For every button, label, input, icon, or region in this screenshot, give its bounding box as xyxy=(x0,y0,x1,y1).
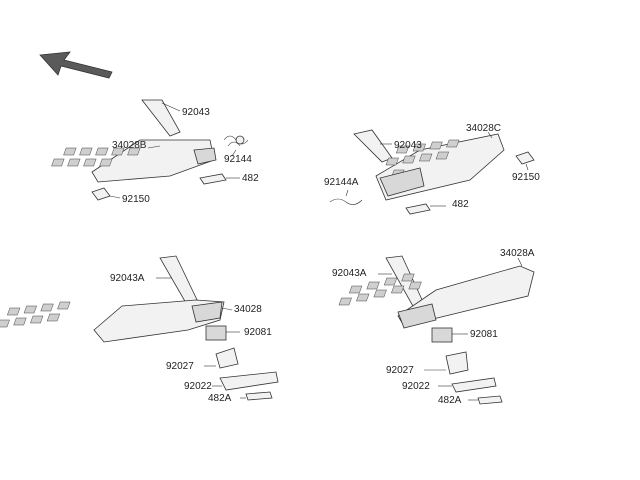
mount-part xyxy=(212,371,279,391)
clip-part xyxy=(405,203,446,215)
pin-part xyxy=(141,99,181,137)
assembly-group-c: 92043A 34028 92081 92027 92022 482A xyxy=(0,255,279,404)
label-482a: 482A xyxy=(438,395,462,406)
mount-part xyxy=(438,377,497,393)
label-34028b: 34028B xyxy=(112,140,147,151)
label-92043a: 92043A xyxy=(332,268,367,279)
label-92043a: 92043A xyxy=(110,273,145,284)
clip-part xyxy=(199,173,240,185)
bracket-part xyxy=(205,325,240,341)
footrest-step xyxy=(0,299,233,343)
clip-part xyxy=(468,395,503,405)
bolt-part xyxy=(515,151,535,171)
label-92022: 92022 xyxy=(184,381,212,392)
footrest-step xyxy=(338,257,535,329)
spring-part xyxy=(223,135,249,157)
assembly-group-b: 92043 34028C 92144A 92150 482 xyxy=(324,123,540,215)
label-34028: 34028 xyxy=(234,304,262,315)
plate-part xyxy=(424,351,469,375)
label-92144: 92144 xyxy=(224,154,252,165)
assembly-group-a: 92043 34028B 92144 482 92150 xyxy=(51,99,259,205)
assembly-group-d: 92043A 34028A 92081 92027 92022 482A xyxy=(332,248,535,406)
label-92043: 92043 xyxy=(182,107,210,118)
plate-part xyxy=(204,347,239,369)
label-34028c: 34028C xyxy=(466,123,501,134)
footrest-step xyxy=(375,131,505,201)
label-92150: 92150 xyxy=(512,172,540,183)
label-482: 482 xyxy=(242,173,259,184)
footrest-step xyxy=(51,139,217,183)
spring-part xyxy=(329,189,363,205)
label-92027: 92027 xyxy=(386,365,414,376)
label-34028a: 34028A xyxy=(500,248,535,259)
label-482a: 482A xyxy=(208,393,232,404)
arrow-icon xyxy=(39,51,113,79)
label-92081: 92081 xyxy=(470,329,498,340)
label-482: 482 xyxy=(452,199,469,210)
bracket-part xyxy=(431,327,468,343)
label-92144a: 92144A xyxy=(324,177,359,188)
pin-part xyxy=(353,129,393,163)
label-92022: 92022 xyxy=(402,381,430,392)
label-92027: 92027 xyxy=(166,361,194,372)
label-92081: 92081 xyxy=(244,327,272,338)
clip-part xyxy=(240,391,273,401)
bolt-part xyxy=(91,187,121,201)
label-92043: 92043 xyxy=(394,140,422,151)
label-92150: 92150 xyxy=(122,194,150,205)
